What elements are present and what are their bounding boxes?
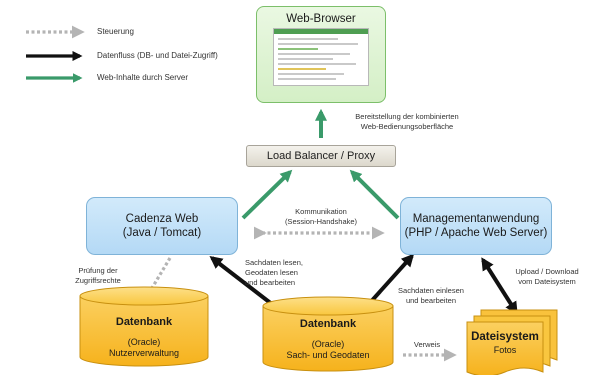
db-data-caption: Datenbank (Oracle) Sach- und Geodaten [263, 318, 393, 361]
browser-screenshot-thumbnail [273, 28, 369, 86]
upload-download-label: Upload / Download vom Dateisystem [509, 267, 585, 287]
provision-label: Bereitstellung der kombinierten Web-Bedi… [332, 112, 482, 132]
read-edit-line1: Sachdaten lesen, [245, 258, 303, 267]
management-app-title: Managementanwendung [412, 213, 540, 225]
db-data-line2: Sach- und Geodaten [286, 350, 370, 360]
cadenza-web-box: Cadenza Web (Java / Tomcat) [86, 197, 238, 255]
read-write-line1: Sachdaten einlesen [398, 286, 464, 295]
load-balancer-box: Load Balancer / Proxy [246, 145, 396, 167]
db-users-caption: Datenbank (Oracle) Nutzerverwaltung [80, 316, 208, 359]
web-browser-box: Web-Browser [256, 6, 386, 103]
communication-label-line1: Kommunikation [295, 207, 347, 216]
legend-control-label: Steuerung [97, 27, 134, 36]
legend-dataflow-label: Datenfluss (DB- und Datei-Zugriff) [97, 51, 218, 60]
management-filesystem-arrow [481, 257, 518, 315]
cadenza-web-subtitle: (Java / Tomcat) [122, 227, 202, 239]
filesystem-line1: Fotos [493, 345, 517, 355]
cadenza-to-lb-arrow [241, 169, 293, 220]
db-users-cylinder [79, 286, 209, 367]
read-write-label: Sachdaten einlesen und bearbeiten [391, 286, 471, 306]
legend-webcontent-label: Web-Inhalte durch Server [97, 73, 189, 82]
provision-label-line1: Bereitstellung der kombinierten [355, 112, 459, 121]
provision-label-line2: Web-Bedienungsoberfläche [360, 122, 454, 131]
permission-check-label: Prüfung der Zugriffsrechte [62, 266, 134, 286]
communication-label-line2: (Session-Handshake) [284, 217, 358, 226]
read-edit-line3: und bearbeiten [245, 278, 296, 287]
upload-download-line1: Upload / Download [515, 267, 579, 276]
read-edit-label: Sachdaten lesen, Geodaten lesen und bear… [245, 258, 325, 288]
permission-check-line2: Zugriffsrechte [75, 276, 121, 285]
db-users-title: Datenbank [115, 316, 173, 328]
read-write-line2: und bearbeiten [405, 296, 457, 305]
cadenza-web-title: Cadenza Web [125, 213, 199, 225]
db-data-title: Datenbank [299, 318, 357, 330]
permission-check-line1: Prüfung der [78, 266, 118, 275]
communication-label: Kommunikation (Session-Handshake) [261, 207, 381, 227]
read-edit-line2: Geodaten lesen [245, 268, 298, 277]
management-to-lb-arrow [349, 169, 400, 220]
db-data-line1: (Oracle) [311, 339, 345, 349]
filesystem-caption: Dateisystem Fotos [467, 331, 543, 356]
filesystem-title: Dateisystem [471, 331, 539, 343]
db-data-cylinder [262, 296, 394, 372]
web-browser-title: Web-Browser [286, 13, 356, 25]
permission-check-arrow [137, 257, 172, 313]
upload-download-line2: vom Dateisystem [518, 277, 576, 286]
reference-label: Verweis [413, 340, 441, 349]
filesystem-stack [466, 309, 558, 375]
management-app-box: Managementanwendung (PHP / Apache Web Se… [400, 197, 552, 255]
db-users-line2: Nutzerverwaltung [108, 348, 180, 358]
db-users-line1: (Oracle) [127, 337, 161, 347]
management-app-subtitle: (PHP / Apache Web Server) [404, 227, 548, 239]
